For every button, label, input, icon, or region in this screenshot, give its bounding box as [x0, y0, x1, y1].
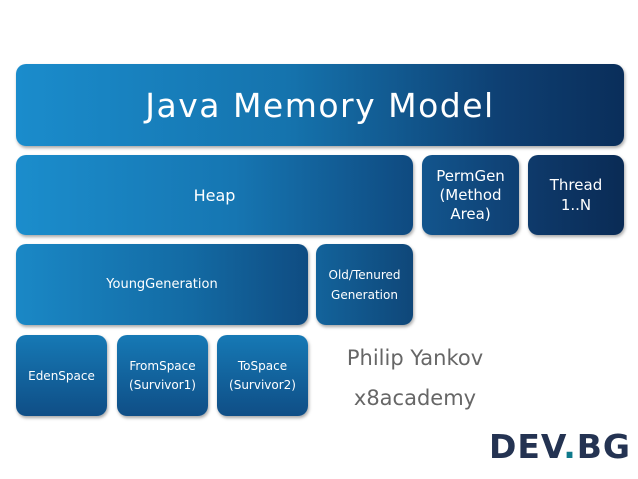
title-box: Java Memory Model [16, 64, 624, 146]
author-org: x8academy [353, 386, 477, 410]
old-generation-label-line1: Old/Tenured [328, 267, 401, 282]
eden-space-box: EdenSpace [16, 335, 107, 416]
from-space-box: FromSpace (Survivor1) [117, 335, 208, 416]
thread-label-line2: 1..N [560, 196, 592, 214]
old-generation-box: Old/Tenured Generation [316, 244, 413, 325]
author-name: Philip Yankov [346, 346, 484, 370]
to-space-label-line1: ToSpace [237, 358, 288, 373]
permgen-label-line2: (Method [439, 185, 502, 204]
permgen-label-line1: PermGen [436, 166, 505, 185]
heap-box: Heap [16, 155, 413, 235]
to-space-box: ToSpace (Survivor2) [217, 335, 308, 416]
from-space-label-line2: (Survivor1) [129, 377, 196, 392]
permgen-box: PermGen (Method Area) [422, 155, 519, 235]
diagram-title: Java Memory Model [145, 85, 495, 125]
thread-label-line1: Thread [549, 176, 603, 194]
thread-box: Thread 1..N [528, 155, 624, 235]
from-space-label-line1: FromSpace [129, 358, 196, 373]
devbg-logo: DEV.BG [489, 427, 631, 466]
logo-text-left: DEV [489, 427, 564, 466]
young-generation-box: YoungGeneration [16, 244, 308, 325]
logo-dot: . [563, 427, 577, 466]
permgen-label-line3: Area) [450, 204, 491, 223]
old-generation-label-line2: Generation [331, 287, 398, 302]
to-space-label-line2: (Survivor2) [229, 377, 296, 392]
logo-text-right: BG [576, 427, 632, 466]
heap-label: Heap [193, 185, 236, 205]
young-generation-label: YoungGeneration [106, 277, 218, 292]
eden-space-label: EdenSpace [28, 368, 95, 383]
